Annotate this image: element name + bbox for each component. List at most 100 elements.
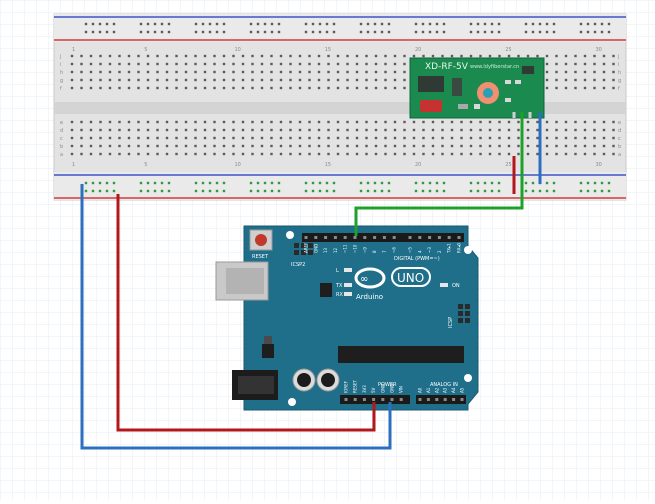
rail-hole bbox=[421, 30, 425, 34]
breadboard-hole bbox=[213, 152, 216, 156]
breadboard-hole bbox=[545, 78, 549, 82]
breadboard-hole bbox=[156, 152, 159, 156]
breadboard-hole bbox=[336, 136, 340, 140]
rail-hole-connected bbox=[552, 189, 556, 193]
breadboard-hole bbox=[393, 128, 397, 132]
breadboard-hole bbox=[317, 144, 321, 148]
power-pin bbox=[372, 398, 376, 401]
digital-pin-label: ~9 bbox=[362, 247, 367, 253]
analog-pin-label: A4 bbox=[451, 387, 456, 393]
breadboard-hole bbox=[89, 144, 93, 148]
breadboard-hole bbox=[412, 120, 416, 124]
rail-hole-connected bbox=[476, 189, 480, 193]
rail-hole-connected bbox=[153, 181, 157, 185]
breadboard-hole bbox=[526, 128, 530, 132]
analog-pin-label: A1 bbox=[426, 387, 431, 393]
usb-chip bbox=[320, 283, 332, 297]
breadboard-hole bbox=[526, 144, 530, 148]
breadboard-hole bbox=[431, 128, 435, 132]
breadboard-hole bbox=[479, 54, 482, 58]
breadboard-hole bbox=[403, 120, 406, 124]
breadboard-hole bbox=[612, 78, 615, 82]
breadboard-hole bbox=[298, 70, 302, 74]
rail-hole bbox=[215, 22, 219, 26]
breadboard-hole bbox=[412, 128, 416, 132]
row-label: e bbox=[60, 120, 63, 126]
breadboard-hole bbox=[279, 136, 283, 140]
breadboard-hole bbox=[279, 152, 283, 156]
breadboard-hole bbox=[498, 128, 501, 132]
breadboard-hole bbox=[108, 78, 112, 82]
row-label: h bbox=[618, 70, 621, 76]
breadboard-hole bbox=[498, 120, 501, 124]
column-label: 25 bbox=[505, 162, 511, 168]
breadboard-hole bbox=[165, 78, 169, 82]
breadboard-hole bbox=[431, 54, 435, 58]
rf-smd-5 bbox=[458, 104, 468, 109]
capacitor-2-top bbox=[321, 373, 335, 387]
icsp2-pin bbox=[308, 250, 313, 255]
breadboard-hole bbox=[327, 128, 330, 132]
rail-hole-connected bbox=[304, 181, 308, 185]
breadboard-hole bbox=[194, 152, 197, 156]
rail-hole-connected bbox=[428, 181, 432, 185]
breadboard-hole bbox=[279, 128, 283, 132]
breadboard-hole bbox=[422, 128, 425, 132]
breadboard-hole bbox=[194, 70, 197, 74]
breadboard-hole bbox=[317, 70, 321, 74]
rail-hole bbox=[380, 22, 384, 26]
breadboard-hole bbox=[222, 128, 226, 132]
breadboard-hole bbox=[203, 144, 207, 148]
digital-header-pins bbox=[304, 236, 461, 239]
row-label: b bbox=[60, 144, 63, 150]
digital-pin bbox=[343, 236, 347, 239]
row-label: c bbox=[618, 136, 621, 142]
breadboard-hole bbox=[374, 70, 378, 74]
breadboard-hole bbox=[80, 62, 83, 66]
rail-hole-connected bbox=[112, 181, 116, 185]
power-pin bbox=[344, 398, 348, 401]
breadboard-hole bbox=[108, 144, 112, 148]
breadboard-hole bbox=[118, 136, 121, 140]
rail-hole-connected bbox=[105, 181, 109, 185]
breadboard-hole bbox=[137, 54, 140, 58]
digital-pin bbox=[333, 236, 337, 239]
breadboard-hole bbox=[555, 62, 558, 66]
breadboard-hole bbox=[602, 136, 606, 140]
status-led bbox=[344, 292, 352, 296]
analog-pin-label: A2 bbox=[434, 387, 439, 393]
rail-hole-connected bbox=[373, 181, 377, 185]
breadboard-hole bbox=[612, 86, 615, 90]
breadboard-hole bbox=[241, 144, 245, 148]
rail-hole bbox=[153, 30, 157, 34]
breadboard-hole bbox=[165, 152, 169, 156]
breadboard-hole bbox=[431, 120, 435, 124]
rf-smd-6 bbox=[474, 104, 480, 109]
breadboard-hole bbox=[279, 144, 283, 148]
rail-hole bbox=[146, 30, 150, 34]
icsp-label: ICSP bbox=[448, 317, 454, 328]
breadboard-hole bbox=[127, 78, 131, 82]
row-label: h bbox=[60, 70, 63, 76]
rail-hole-connected bbox=[483, 181, 487, 185]
rail-hole bbox=[208, 22, 212, 26]
breadboard-hole bbox=[564, 62, 568, 66]
rail-hole bbox=[153, 22, 157, 26]
breadboard-hole bbox=[479, 144, 482, 148]
breadboard-hole bbox=[80, 78, 83, 82]
breadboard-hole bbox=[612, 136, 615, 140]
power-pin-label: 3V3 bbox=[362, 385, 367, 393]
rail-hole bbox=[201, 30, 205, 34]
rail-hole bbox=[387, 30, 391, 34]
rail-hole-connected bbox=[91, 189, 95, 193]
breadboard-hole bbox=[479, 128, 482, 132]
on-label: ON bbox=[452, 283, 460, 289]
breadboard-hole bbox=[184, 62, 188, 66]
reset-button-cap[interactable] bbox=[255, 234, 267, 246]
breadboard-hole bbox=[488, 152, 492, 156]
capacitor-1-top bbox=[297, 373, 311, 387]
rail-hole-connected bbox=[263, 189, 267, 193]
rail-hole bbox=[84, 30, 88, 34]
rail-hole-connected bbox=[222, 181, 226, 185]
